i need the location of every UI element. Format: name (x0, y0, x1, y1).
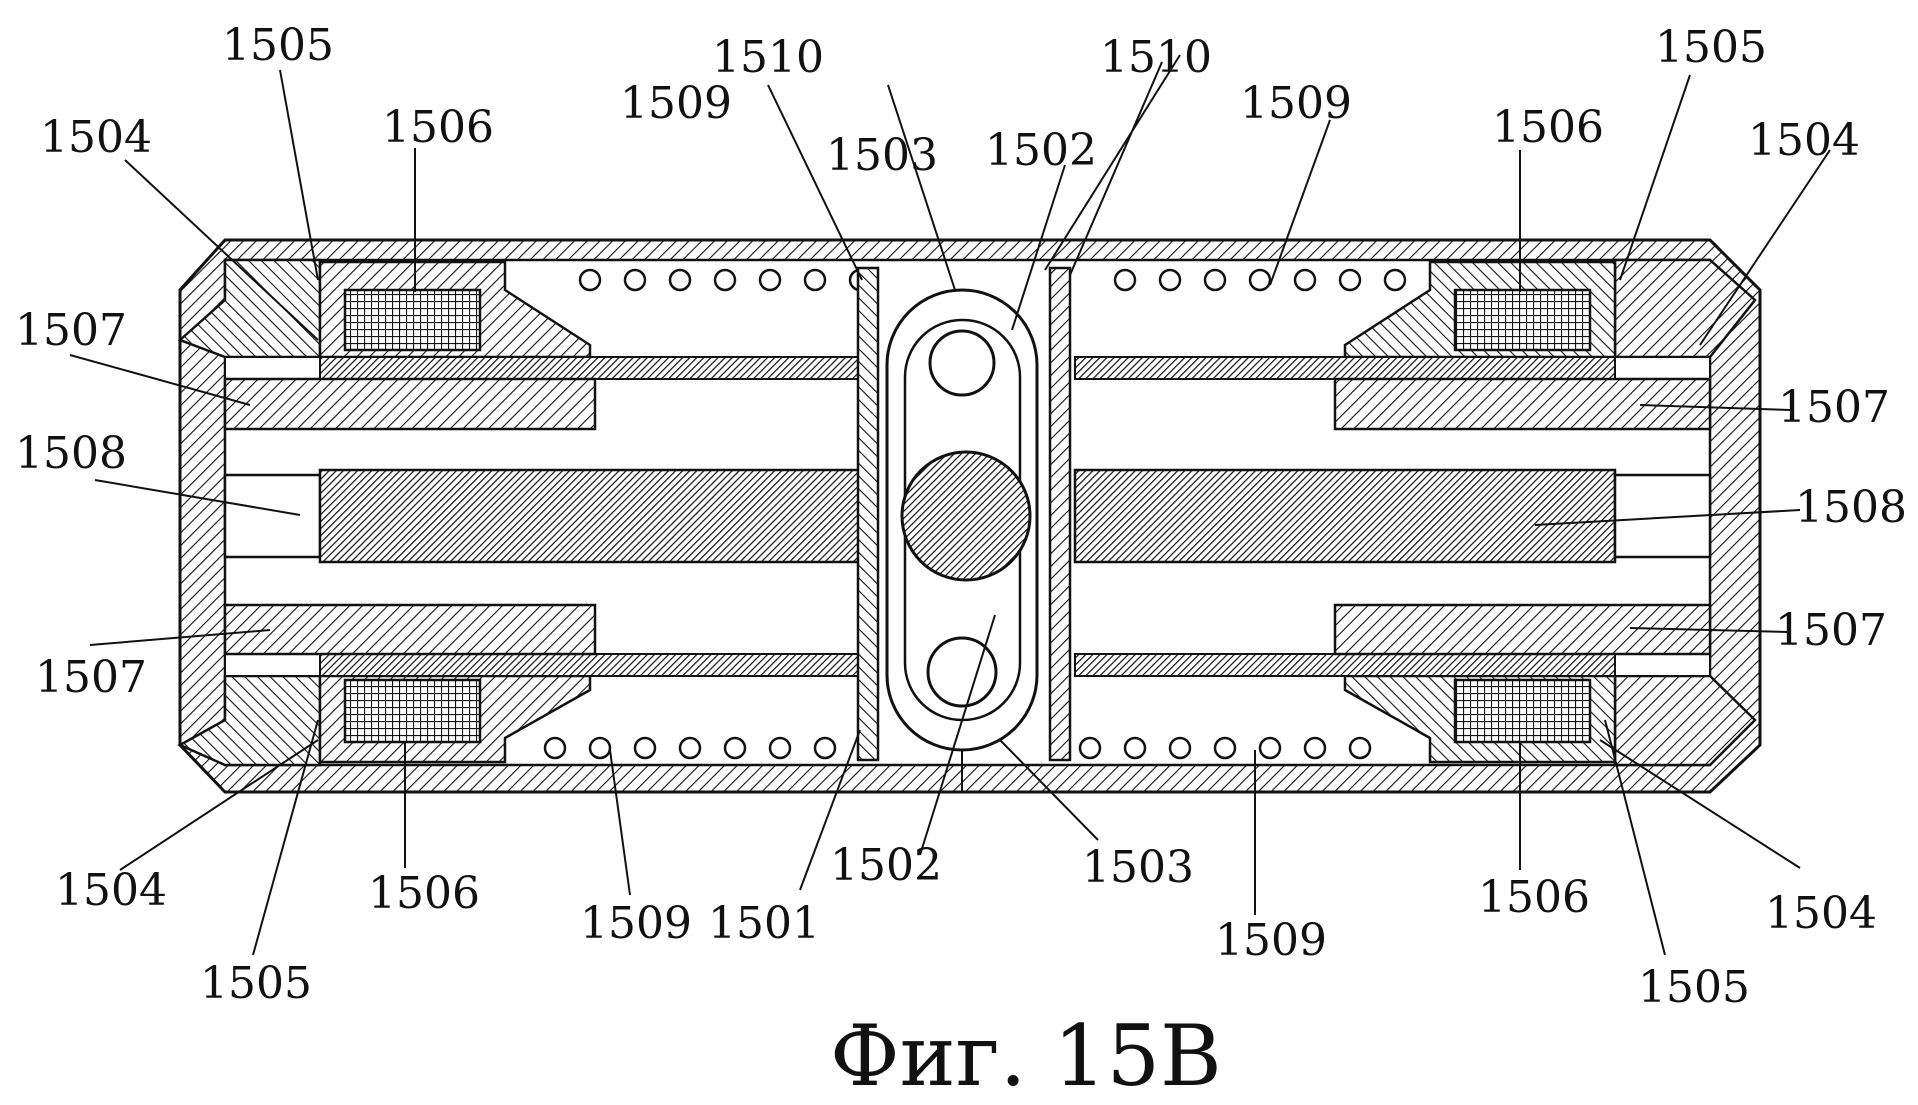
spring-coil (713, 268, 737, 292)
label-1504-bl: 1504 (55, 865, 167, 916)
label-1504-br: 1504 (1765, 888, 1877, 939)
label-1509-tr: 1509 (1240, 78, 1352, 129)
label-1503-b: 1503 (1082, 842, 1194, 893)
spring-coil (623, 268, 647, 292)
spring-coil (1168, 736, 1192, 760)
spring-coil (578, 268, 602, 292)
spring-coil (758, 268, 782, 292)
magnet-bottom-left (343, 678, 482, 744)
plate-bottom-right (1333, 603, 1712, 656)
spring-coil (588, 736, 612, 760)
spring-coil (678, 736, 702, 760)
spring-coil (768, 736, 792, 760)
label-1505-tr: 1505 (1655, 22, 1767, 73)
spring-coil (1258, 736, 1282, 760)
spring-coil (633, 736, 657, 760)
label-1502-t: 1502 (985, 125, 1097, 176)
magnet-top-right (1453, 288, 1592, 352)
magnet-top-left (343, 288, 482, 352)
label-1501: 1501 (708, 898, 820, 949)
slot-bottom-left (224, 653, 321, 677)
label-1506-br: 1506 (1478, 872, 1590, 923)
spring-coil (543, 736, 567, 760)
label-1505-br: 1505 (1638, 962, 1750, 1013)
label-1508-l: 1508 (15, 428, 127, 479)
strip-top-right (1074, 356, 1616, 380)
leader-lines (69, 54, 1831, 956)
spring-coil (1293, 268, 1317, 292)
spring-coil (1383, 268, 1407, 292)
label-1503-t: 1503 (826, 130, 938, 181)
spring-coil (803, 268, 827, 292)
label-1506-bl: 1506 (368, 868, 480, 919)
label-1510-tr: 1510 (1100, 32, 1212, 83)
label-1507-mr: 1507 (1778, 382, 1890, 433)
slot-bottom-right (1614, 653, 1711, 677)
label-1506-tl: 1506 (382, 102, 494, 153)
figure-caption: Фиг. 15B (830, 1007, 1222, 1105)
spring-coil (1158, 268, 1182, 292)
center-shaft (900, 450, 1032, 582)
label-1508-r: 1508 (1795, 482, 1907, 533)
label-1507-bl: 1507 (35, 652, 147, 703)
spring-coil (1348, 736, 1372, 760)
label-1510-tl: 1510 (712, 32, 824, 83)
strip-bottom-left (319, 653, 861, 677)
spring-coil (1113, 268, 1137, 292)
label-1509-bl: 1509 (580, 898, 692, 949)
label-1505-bl: 1505 (200, 958, 312, 1009)
pin-top (928, 329, 996, 397)
spring-coil (1338, 268, 1362, 292)
spring-coil (668, 268, 692, 292)
shaft-right (1073, 468, 1617, 564)
guide-wall-right (1048, 266, 1072, 762)
label-1504-tr: 1504 (1748, 115, 1860, 166)
magnet-bottom-right (1453, 678, 1592, 744)
spring-coil (813, 736, 837, 760)
spring-coil (1303, 736, 1327, 760)
pin-bottom (926, 636, 998, 708)
strip-top-left (319, 356, 861, 380)
spring-coil (1203, 268, 1227, 292)
cam-assembly (885, 288, 1039, 752)
slot-top-right (1614, 356, 1711, 380)
spring-coil (723, 736, 747, 760)
plate-top-right (1333, 377, 1712, 431)
label-1509-br: 1509 (1215, 915, 1327, 966)
guide-wall-left (856, 266, 880, 762)
strip-bottom-right (1074, 653, 1616, 677)
plate-top-left (223, 377, 597, 431)
plate-bottom-left (223, 603, 597, 656)
spring-coil (1078, 736, 1102, 760)
label-1502-b: 1502 (830, 840, 942, 891)
label-1507-br: 1507 (1775, 605, 1887, 656)
shaft-left (318, 468, 862, 564)
reference-labels: 1505 1504 1506 1510 1509 1503 1502 1510 … (15, 20, 1907, 1013)
spring-coils (543, 268, 1407, 760)
spring-coil (1248, 268, 1272, 292)
label-1504-tl: 1504 (40, 112, 152, 163)
label-1505-tl: 1505 (222, 20, 334, 71)
shaft-left-end (223, 473, 322, 559)
label-1507-ml: 1507 (15, 305, 127, 356)
spring-coil (1123, 736, 1147, 760)
label-1509-tl: 1509 (620, 78, 732, 129)
label-1506-tr: 1506 (1492, 102, 1604, 153)
spring-coil (1213, 736, 1237, 760)
slot-top-left (224, 356, 321, 380)
